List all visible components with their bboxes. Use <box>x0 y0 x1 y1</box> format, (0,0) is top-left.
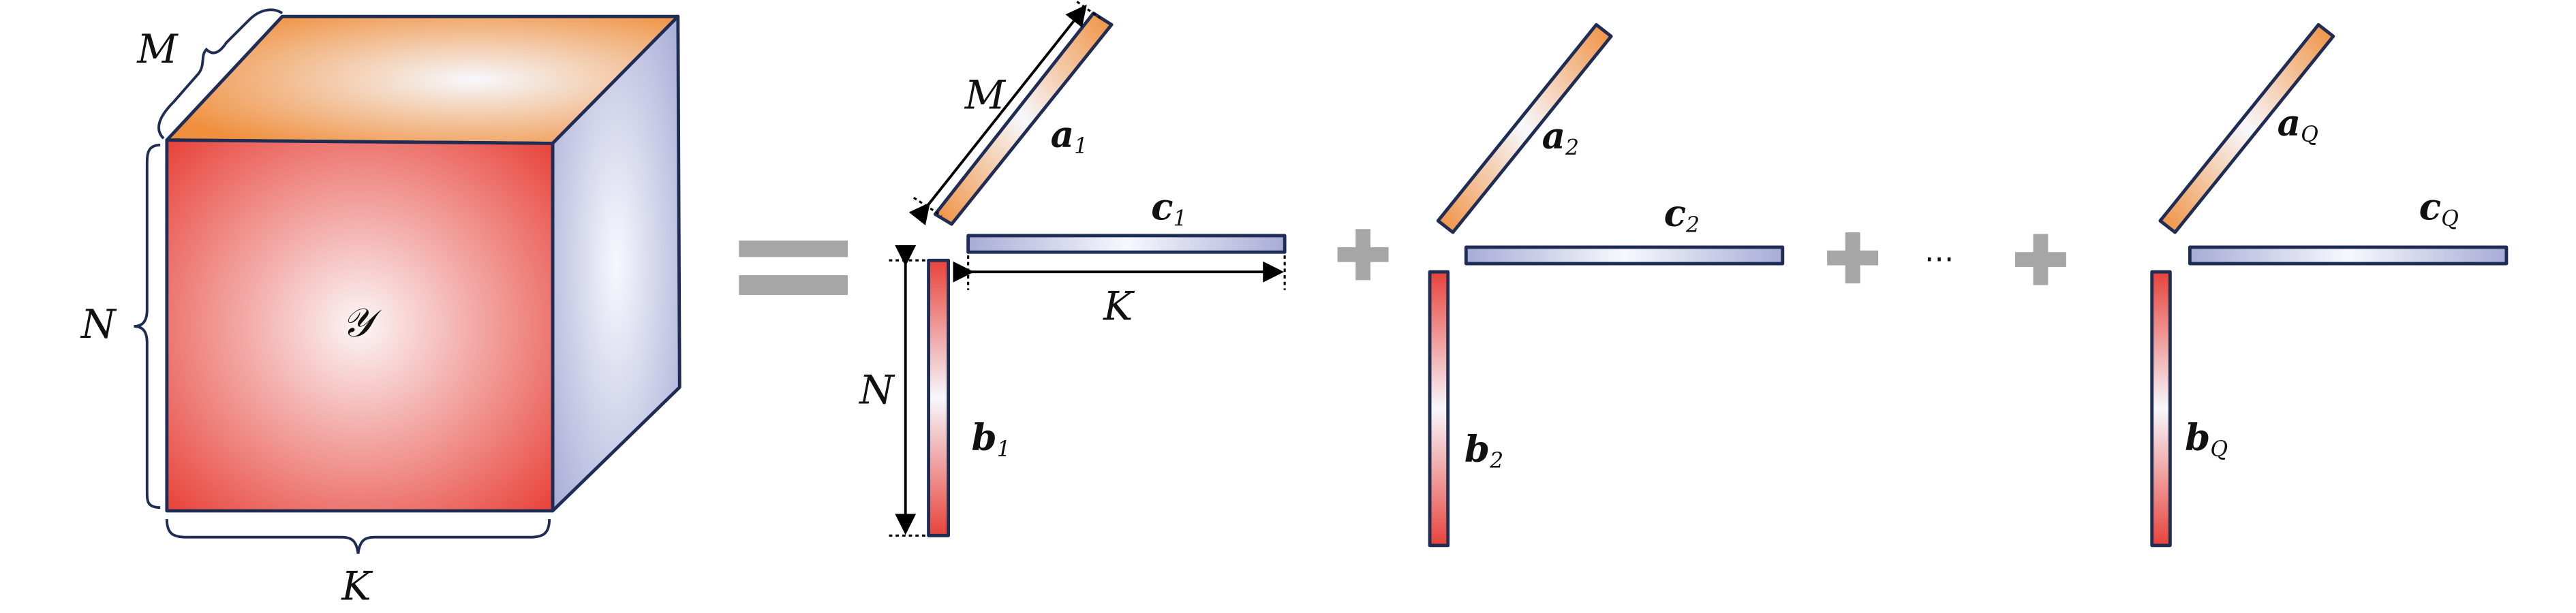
tensor-cube: 𝒴 M N K <box>80 8 681 610</box>
plus-sign <box>1337 229 1389 281</box>
vector-aQ <box>2158 22 2335 234</box>
dim-label-M: M <box>964 72 1007 119</box>
label-a1: a1 <box>1051 112 1088 159</box>
label-b2: b2 <box>1465 427 1503 473</box>
dim-label-K: K <box>1103 283 1135 329</box>
plus-sign <box>1827 232 1879 284</box>
dim-label-N: N <box>80 301 117 347</box>
vector-c2 <box>1464 245 1785 266</box>
vector-cQ <box>2188 245 2509 266</box>
vector-a1 <box>933 11 1114 226</box>
dim-arrow-M <box>908 4 1087 225</box>
brace-N <box>134 143 161 509</box>
vector-b1 <box>927 258 951 537</box>
dim-label-K: K <box>341 563 373 610</box>
brace-K <box>165 519 551 554</box>
equals-sign <box>739 240 848 296</box>
vector-bQ <box>2150 270 2172 548</box>
label-c2: c2 <box>1664 191 1700 238</box>
label-c1: c1 <box>1151 185 1186 232</box>
ellipsis: ⋯ <box>1925 242 1954 276</box>
dim-label-N: N <box>858 367 895 413</box>
brace-M <box>157 8 283 140</box>
label-cQ: cQ <box>2419 185 2459 232</box>
dim-tick <box>1076 1 1101 19</box>
label-b1: b1 <box>971 415 1010 462</box>
plus-sign <box>2014 234 2066 285</box>
label-bQ: bQ <box>2185 415 2228 462</box>
dim-tick <box>913 197 942 217</box>
dim-label-M: M <box>136 26 179 72</box>
label-aQ: aQ <box>2278 101 2318 147</box>
rank-one-component-2: a2 c2 b2 <box>1428 22 1785 548</box>
rank-one-component-Q: aQ cQ bQ <box>2150 22 2509 548</box>
vector-b2 <box>1428 270 1450 548</box>
vector-c1 <box>966 234 1287 254</box>
cube-front-face <box>165 138 555 513</box>
vector-a2 <box>1436 22 1613 234</box>
label-a2: a2 <box>1542 114 1580 161</box>
rank-one-component-1: M a1 c1 K N b1 <box>858 1 1287 537</box>
